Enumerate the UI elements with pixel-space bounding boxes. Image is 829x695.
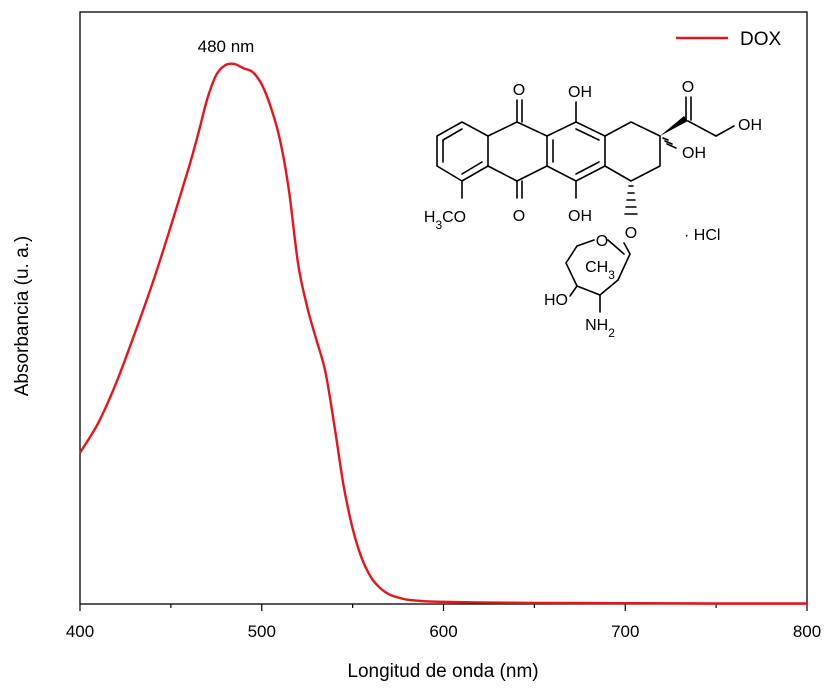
- doxorubicin-hydrochloride-structure-icon: [436, 96, 735, 313]
- label-o-sugar: O: [596, 233, 608, 250]
- label-methoxy: H3CO: [424, 209, 466, 232]
- label-o-top: O: [513, 82, 525, 99]
- label-o-glycoside: O: [625, 225, 637, 242]
- label-ch3: CH3: [585, 259, 615, 282]
- label-o-bottom: O: [513, 208, 525, 225]
- y-axis-label: Absorbancia (u. a.): [12, 236, 33, 397]
- x-tick-label-700: 700: [611, 622, 639, 641]
- peak-annotation: 480 nm: [198, 37, 255, 56]
- series-line-dox: [78, 62, 807, 605]
- label-oh-bottom: OH: [568, 208, 592, 225]
- label-ho-sugar: HO: [544, 292, 568, 309]
- x-tick-label-600: 600: [429, 622, 457, 641]
- label-o-ketone: O: [682, 79, 694, 96]
- label-hcl: · HCl: [684, 227, 720, 244]
- x-axis-label: Longitud de onda (nm): [347, 661, 538, 682]
- legend: DOX: [676, 29, 782, 50]
- x-tick-label-400: 400: [66, 622, 94, 641]
- plot-frame: [79, 11, 808, 605]
- x-tick-label-800: 800: [793, 622, 821, 641]
- label-oh-top: OH: [568, 84, 592, 101]
- label-oh-ring: OH: [682, 145, 706, 162]
- x-tick-label-500: 500: [248, 622, 276, 641]
- legend-label-dox: DOX: [740, 29, 782, 50]
- label-nh2: NH2: [585, 317, 615, 340]
- x-axis-tick-labels: 400 500 600 700 800: [66, 622, 821, 641]
- label-oh-chain: OH: [738, 117, 762, 134]
- x-axis-ticks: [79, 604, 808, 611]
- structure-labels: O OH O OH OH H3CO O OH O · HCl O CH3 HO …: [424, 79, 762, 340]
